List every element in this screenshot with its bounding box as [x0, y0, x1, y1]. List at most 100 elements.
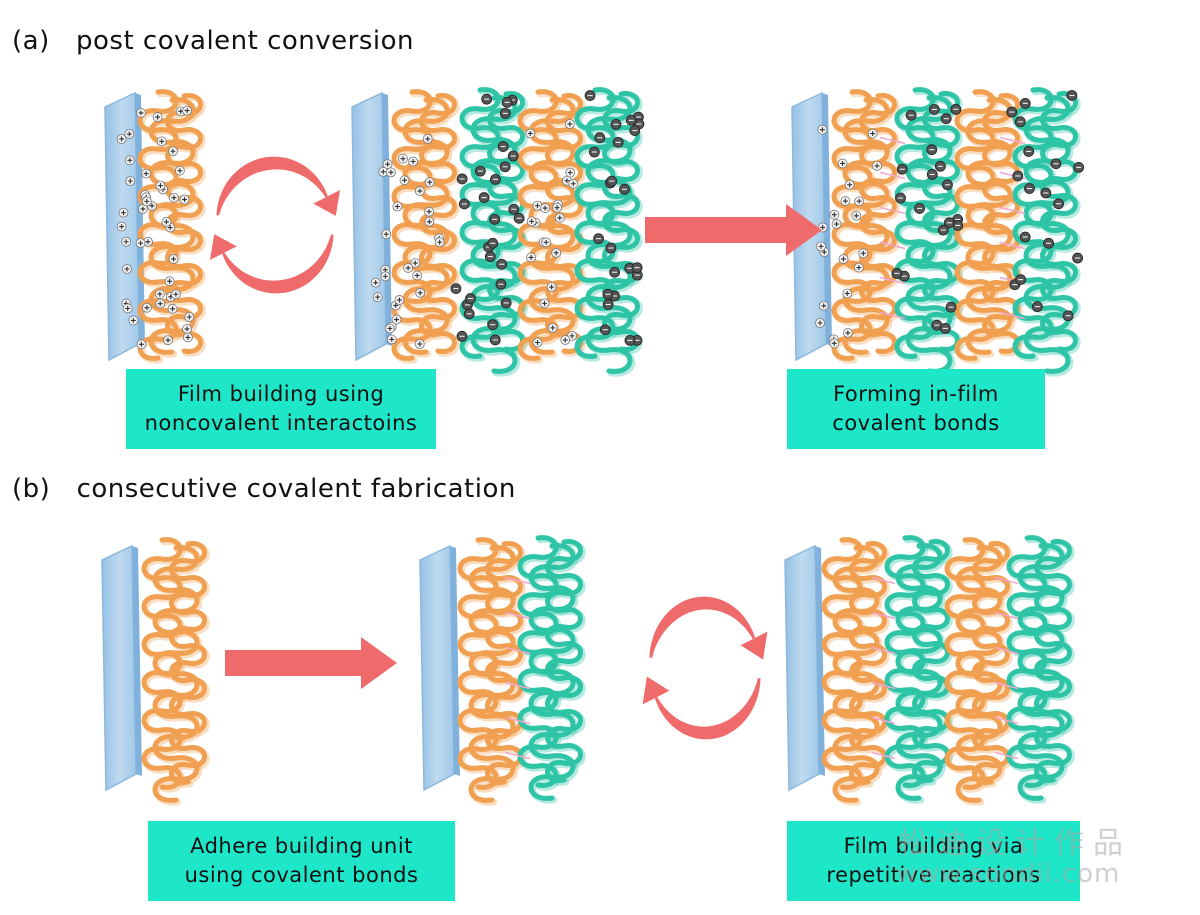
plus-sign	[570, 181, 576, 187]
covalent-bond	[504, 681, 531, 690]
anionic-polymer-chain	[912, 539, 950, 783]
plus-sign	[396, 297, 402, 303]
plus-sign	[186, 314, 192, 320]
plus-sign	[171, 195, 177, 201]
plus-sign	[542, 300, 548, 306]
caption-adhere-building-unit: Adhere building unit using covalent bond…	[148, 821, 455, 901]
cycle-arrow-top-head	[313, 190, 341, 216]
plus-sign	[177, 168, 183, 174]
plus-sign	[427, 179, 433, 185]
covalent-bond	[871, 611, 896, 620]
cycle-arrow-top	[649, 596, 756, 658]
plus-sign	[840, 256, 846, 262]
covalent-bond	[994, 646, 1019, 655]
plus-sign	[819, 127, 825, 133]
plus-sign	[389, 336, 395, 342]
plus-sign	[167, 278, 173, 284]
anionic-polymer-chain	[545, 539, 583, 783]
cationic-polymer-chain	[152, 545, 200, 803]
covalent-bond	[879, 311, 906, 320]
plus-sign	[173, 291, 179, 297]
plus-sign	[817, 320, 823, 326]
plus-sign	[380, 169, 386, 175]
plus-sign	[417, 188, 423, 194]
covalent-bond	[994, 681, 1019, 690]
covalent-bond	[879, 136, 906, 145]
cationic-polymer-chain	[545, 93, 583, 354]
covalent-bond	[994, 611, 1019, 620]
plus-sign	[387, 325, 393, 331]
plus-sign	[184, 108, 190, 114]
plus-sign	[382, 273, 388, 279]
covalent-bond	[504, 611, 531, 620]
plus-sign	[170, 148, 176, 154]
caption-forming-covalent-bonds: Forming in-film covalent bonds	[787, 369, 1045, 449]
plus-sign	[182, 197, 188, 203]
plus-sign	[425, 136, 431, 142]
caption-line-2: noncovalent interactoins	[144, 411, 418, 435]
caption-film-building-repetitive: Film building via repetitive reactions	[787, 821, 1080, 901]
covalent-bond	[871, 716, 896, 725]
plus-sign	[382, 267, 388, 273]
cationic-polymer-chain	[169, 541, 207, 785]
plus-sign	[856, 198, 862, 204]
anionic-polymer-chain	[528, 543, 576, 801]
plus-sign	[157, 183, 163, 189]
plus-sign	[426, 219, 432, 225]
plus-sign	[159, 138, 165, 144]
plus-sign	[527, 130, 533, 136]
plus-sign	[870, 131, 876, 137]
covalent-bond	[994, 716, 1019, 725]
glass-substrate	[784, 544, 820, 792]
covalent-bond	[871, 576, 896, 585]
process-arrow	[225, 637, 397, 689]
plus-sign	[149, 203, 155, 209]
plus-sign	[127, 157, 133, 163]
caption-line-1: Film building via	[843, 834, 1024, 858]
panel-a-title: (a) post covalent conversion	[12, 26, 415, 56]
cycle-arrow-top-head	[740, 631, 768, 660]
plus-sign	[549, 284, 555, 290]
plus-sign	[126, 131, 132, 137]
plus-sign	[157, 291, 163, 297]
plus-sign	[842, 198, 848, 204]
plus-sign	[375, 294, 381, 300]
glass-substrate-edge	[822, 93, 832, 346]
plus-sign	[157, 301, 163, 307]
cationic-polymer-chain	[468, 545, 516, 803]
plus-sign	[437, 239, 443, 245]
plus-sign	[185, 334, 191, 340]
covalent-bond	[879, 206, 906, 215]
covalent-bond	[994, 576, 1019, 585]
glass-substrate-edge	[382, 93, 392, 346]
plus-sign	[554, 205, 560, 211]
plus-sign	[394, 317, 400, 323]
plus-sign	[393, 302, 399, 308]
plus-sign	[119, 224, 125, 230]
plus-sign	[119, 136, 125, 142]
plus-sign	[528, 254, 534, 260]
plus-sign	[840, 160, 846, 166]
plus-sign	[412, 260, 418, 266]
plus-sign	[820, 224, 826, 230]
plus-sign	[144, 305, 150, 311]
plus-sign	[860, 250, 866, 256]
caption-line-2: covalent bonds	[832, 411, 1000, 435]
plus-sign	[143, 171, 149, 177]
cycle-arrow-bottom	[222, 234, 334, 294]
plus-sign	[426, 209, 432, 215]
covalent-bond	[871, 646, 896, 655]
plus-sign	[120, 210, 126, 216]
plus-sign	[165, 337, 171, 343]
plus-sign	[567, 121, 573, 127]
cationic-polymer-chain	[859, 93, 897, 354]
anionic-polymer-chain	[602, 91, 640, 352]
covalent-bond	[504, 646, 531, 655]
plus-sign	[534, 203, 540, 209]
plus-sign	[130, 317, 136, 323]
plus-sign	[557, 215, 563, 221]
plus-sign	[125, 305, 131, 311]
covalent-bond	[504, 716, 531, 725]
plus-sign	[144, 198, 150, 204]
